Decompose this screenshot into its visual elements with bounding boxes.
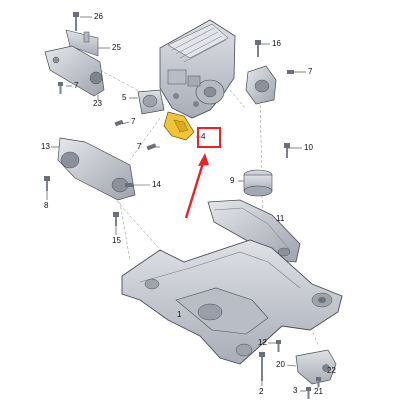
callout-7-a: 7 [74, 81, 79, 90]
bolt-10 [284, 143, 290, 158]
subframe-1 [121, 239, 343, 365]
callout-15: 15 [112, 236, 121, 245]
callout-4: 4 [201, 132, 206, 141]
mount-23 [44, 45, 105, 97]
callout-7-c: 7 [137, 142, 142, 151]
bolt-7d [287, 70, 294, 74]
callout-2: 2 [259, 387, 264, 396]
highlight-marker [184, 127, 221, 219]
bolt-26 [73, 12, 79, 31]
bolt-8 [44, 176, 50, 191]
mount-9 [243, 169, 273, 197]
callout-1: 1 [177, 310, 182, 319]
bolt-15 [113, 212, 119, 226]
callout-20: 20 [276, 360, 285, 369]
callout-5: 5 [122, 93, 127, 102]
bolt-7c [146, 143, 157, 151]
bracket-25 [65, 29, 99, 57]
bolt-2 [259, 352, 265, 381]
callout-21: 21 [314, 387, 323, 396]
callout-8: 8 [44, 201, 49, 210]
callout-14: 14 [152, 180, 161, 189]
bolt-12 [276, 340, 281, 352]
drive-unit [159, 19, 236, 119]
callout-22: 22 [327, 366, 336, 375]
callout-7-b: 7 [131, 117, 136, 126]
bolt-16 [255, 40, 261, 57]
mount-5 [137, 89, 165, 115]
callout-11: 11 [276, 214, 285, 223]
callout-10: 10 [304, 143, 313, 152]
callout-16: 16 [272, 39, 281, 48]
callout-13: 13 [41, 142, 50, 151]
bracket-20 [295, 349, 337, 385]
mount-4-highlighted [163, 111, 195, 141]
bolt-21 [316, 377, 321, 387]
bolt-3 [306, 387, 311, 399]
bolt-7b [114, 119, 124, 127]
callout-23: 23 [93, 99, 102, 108]
callout-9: 9 [230, 176, 235, 185]
callout-3: 3 [293, 386, 298, 395]
callout-7-d: 7 [308, 67, 313, 76]
bolt-14 [125, 183, 133, 187]
callout-12: 12 [258, 338, 267, 347]
callout-26: 26 [94, 12, 103, 21]
callout-25: 25 [112, 43, 121, 52]
mount-right-upper [245, 65, 277, 105]
bolt-7a [58, 82, 63, 94]
carrier-11 [207, 199, 301, 263]
carrier-13 [57, 137, 136, 201]
